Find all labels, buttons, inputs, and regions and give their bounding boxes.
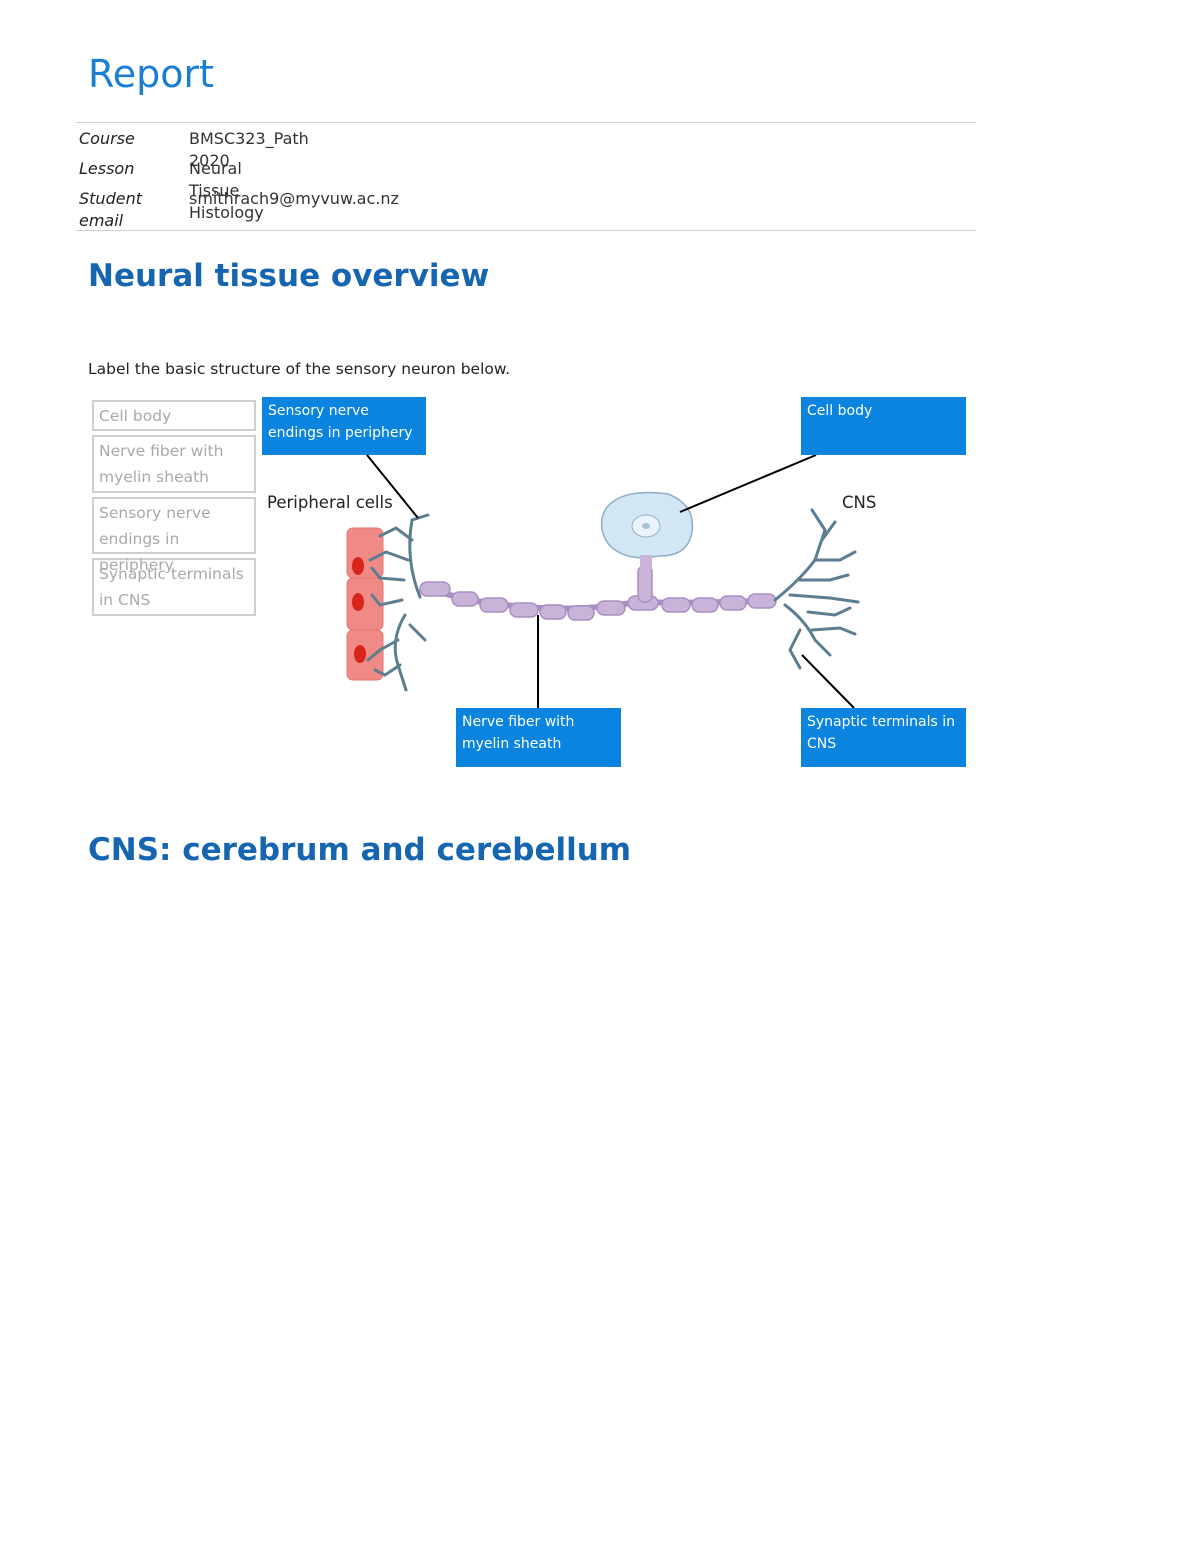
answer-box-nerve-fiber[interactable]: Nerve fiber with myelin sheath — [456, 708, 621, 767]
section-heading: CNS: cerebrum and cerebellum — [88, 832, 632, 868]
meta-key: Student email — [79, 189, 142, 230]
leader-line — [366, 454, 419, 519]
answer-box-synaptic-terminals[interactable]: Synaptic terminals in CNS — [801, 708, 966, 767]
meta-value: Neural Tissue Histology — [189, 159, 264, 222]
cns-label: CNS — [842, 493, 877, 512]
peripheral-cells-label: Peripheral cells — [267, 493, 393, 512]
leader-line — [801, 654, 855, 709]
peripheral-cells — [346, 527, 384, 681]
word-bank-item[interactable]: Nerve fiber with myelin sheath — [92, 435, 256, 493]
report-title: Report — [88, 52, 214, 96]
leader-line — [679, 454, 817, 513]
meta-value: BMSC323_Path 2020 — [189, 129, 309, 170]
word-bank-item[interactable]: Sensory nerve endings in periphery — [92, 497, 256, 574]
word-bank: Cell body Nerve fiber with myelin sheath… — [92, 400, 256, 620]
meta-key: Lesson — [79, 159, 135, 178]
neuron-cell-body — [600, 491, 694, 569]
answer-box-sensory-endings[interactable]: Sensory nerve endings in periphery — [262, 397, 426, 455]
instruction-text: Label the basic structure of the sensory… — [88, 360, 511, 378]
word-bank-item[interactable]: Cell body — [92, 400, 256, 431]
meta-value: smithrach9@myvuw.ac.nz — [189, 189, 399, 208]
divider — [76, 122, 976, 123]
myelinated-axon — [419, 565, 777, 621]
word-bank-item[interactable]: Synaptic terminals in CNS — [92, 558, 256, 616]
peripheral-dendrites — [366, 513, 430, 692]
meta-key: Course — [79, 129, 135, 148]
cns-dendrites — [773, 508, 860, 670]
leader-lines — [366, 454, 855, 709]
divider — [76, 230, 976, 231]
section-heading: Neural tissue overview — [88, 258, 490, 294]
answer-box-cell-body[interactable]: Cell body — [801, 397, 966, 455]
